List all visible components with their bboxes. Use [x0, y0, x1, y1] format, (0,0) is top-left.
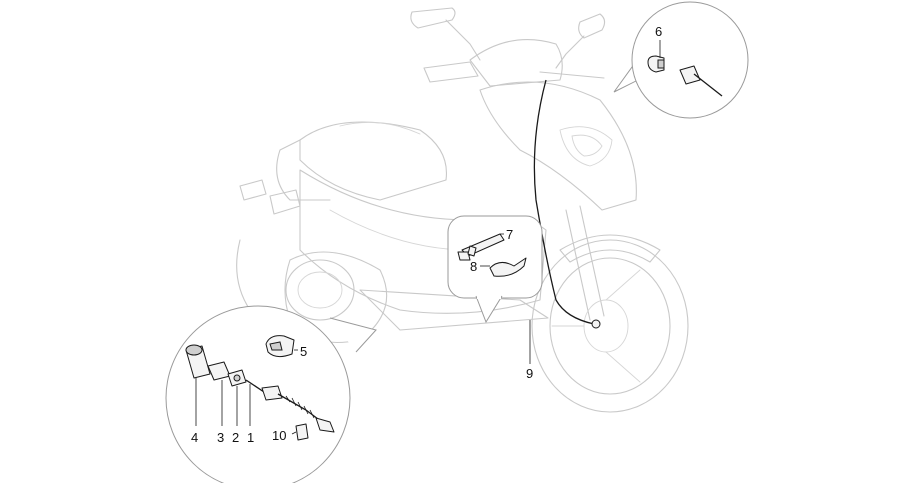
scooter-outline	[236, 7, 689, 413]
part-number-labels: 1 2 3 4 5 6 7 8 9 10	[191, 24, 662, 445]
part-label-5: 5	[300, 344, 307, 359]
part-label-3: 3	[217, 430, 224, 445]
part-label-9: 9	[526, 366, 533, 381]
detail-callout-1-5-10	[165, 305, 377, 483]
part-label-8: 8	[470, 259, 477, 274]
leader-lines	[195, 40, 661, 435]
part-label-1: 1	[247, 430, 254, 445]
detail-callout-7-8	[447, 215, 543, 324]
speedometer-cable	[533, 79, 595, 325]
part-label-4: 4	[191, 430, 198, 445]
detail-callout-6	[613, 1, 749, 119]
part-label-10: 10	[272, 428, 286, 443]
part-label-2: 2	[232, 430, 239, 445]
part-label-6: 6	[655, 24, 662, 39]
part-label-7: 7	[506, 227, 513, 242]
